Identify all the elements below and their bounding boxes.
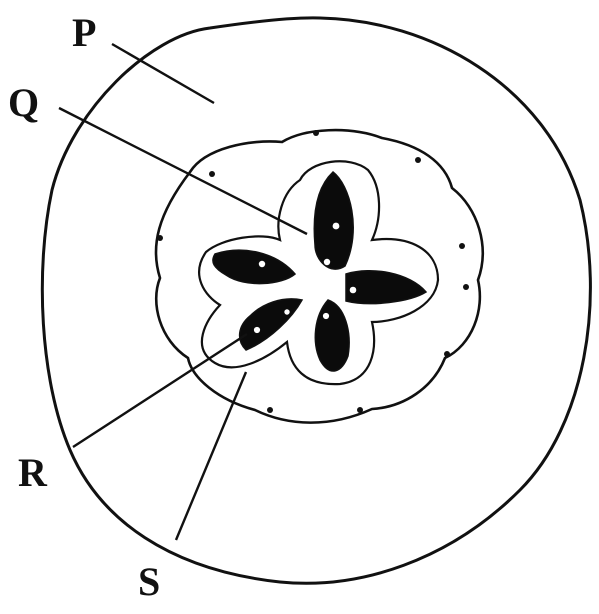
seed-dot [333, 223, 340, 230]
label-q: Q [8, 80, 39, 125]
seed-dot [350, 287, 357, 294]
ring-dot [415, 157, 421, 163]
ring-dot [209, 171, 215, 177]
ring-dot [313, 130, 319, 136]
ring-dot [444, 351, 450, 357]
ring-dot [267, 407, 273, 413]
ring-dot [357, 407, 363, 413]
pointer-line-q [59, 108, 307, 234]
ring-dot [463, 284, 469, 290]
pointer-line-p [112, 44, 214, 103]
seed-dot [254, 327, 260, 333]
ring-dot [157, 235, 163, 241]
seed-dot [324, 259, 330, 265]
label-r: R [18, 450, 48, 495]
seed-dot [259, 261, 265, 267]
seed-dot [323, 313, 329, 319]
label-s: S [138, 559, 160, 604]
label-p: P [72, 10, 96, 55]
seed-dot [284, 309, 289, 314]
pointer-line-s [176, 372, 246, 540]
ring-dot [459, 243, 465, 249]
